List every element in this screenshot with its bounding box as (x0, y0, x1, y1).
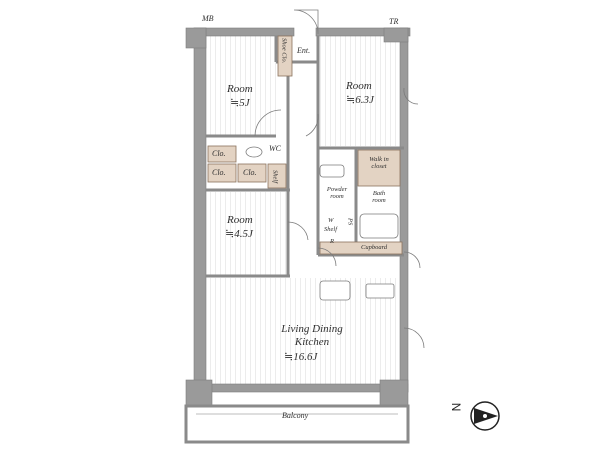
wc-label: WC (269, 144, 281, 153)
room-6-3j-name: Room (346, 80, 372, 92)
compass: N (449, 398, 506, 438)
room-6-3j-size: ≒6.3J (346, 94, 374, 106)
shoe-closet-block (277, 35, 293, 77)
shelf-label: Shelf (271, 170, 279, 183)
balcony (184, 404, 410, 444)
tr-label: TR (389, 17, 399, 26)
refrigerator-label: R (330, 238, 334, 245)
room-4-5j-floor (206, 192, 288, 276)
wall-left (193, 27, 207, 393)
entrance-label: Ent. (297, 46, 311, 55)
wall-right (399, 27, 409, 393)
fixtures (245, 146, 399, 301)
closet-2-label: Clo. (212, 168, 226, 177)
powder-room-label: Powder room (326, 186, 348, 201)
bathtub-shape (359, 213, 399, 239)
closet-1-label: Clo. (212, 149, 226, 158)
sink-shape (319, 164, 345, 178)
closet-2-block (207, 163, 237, 183)
column-tr (383, 27, 409, 43)
ldk-size: ≒16.6J (284, 351, 318, 363)
stove-shape (365, 283, 395, 299)
closet-3-label: Clo. (243, 168, 257, 177)
outer-walls (185, 27, 411, 407)
washer-shelf-label: Shelf (324, 226, 337, 233)
washer-label: W (328, 217, 334, 224)
column-tl (185, 27, 207, 49)
interior-doors (254, 87, 425, 349)
ps-label: PS (346, 218, 354, 226)
column-br (379, 379, 409, 407)
entrance-door (293, 9, 319, 35)
room-4-5j-size: ≒4.5J (225, 228, 253, 240)
room-5j-name: Room (227, 83, 253, 95)
mb-label: MB (202, 14, 214, 23)
cupboard-label: Cupboard (361, 244, 388, 251)
storage-blocks (207, 35, 403, 255)
shoe-closet-label: Shoe Clo. (280, 38, 288, 64)
wall-top-left (193, 27, 295, 37)
interior-walls (206, 36, 404, 278)
room-5j-floor (206, 36, 276, 136)
shelf-block (267, 163, 287, 189)
toilet-shape (245, 146, 263, 158)
ldk-name: Living Dining Kitchen (281, 323, 343, 348)
north-letter: N (449, 402, 464, 412)
balcony-label: Balcony (282, 411, 309, 420)
hallway-floor (290, 64, 318, 240)
room-5j-size: ≒5J (230, 97, 250, 109)
wall-top-right (315, 27, 411, 37)
wall-bottom (193, 383, 409, 393)
closet-1-block (207, 145, 237, 163)
room-4-5j-name: Room (227, 214, 253, 226)
walk-in-closet-label: Walk in closet (369, 156, 389, 171)
bath-room-label: Bath room (372, 190, 386, 205)
closet-3-block (237, 163, 267, 183)
sink-counter (319, 280, 351, 301)
compass-icon (470, 401, 500, 431)
column-bl (185, 379, 213, 407)
walk-in-closet-block (357, 149, 401, 187)
room-6-3j-floor (320, 36, 402, 146)
